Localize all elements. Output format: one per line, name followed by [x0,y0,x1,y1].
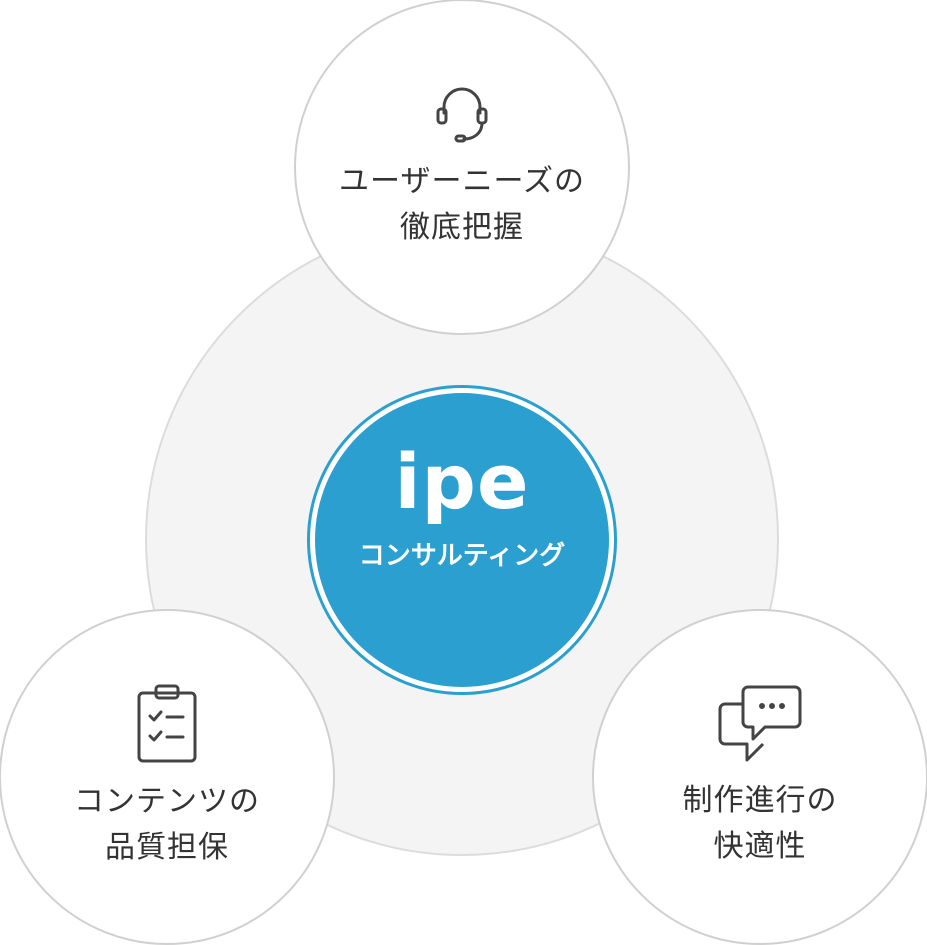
logo-text: ipe [394,437,530,526]
chat-bubbles-icon [718,685,802,762]
item-content-quality: コンテンツの品質担保 [0,609,335,945]
center-circle: ipe コンサルティング [307,385,617,695]
item-production-comfort: 制作進行の快適性 [592,609,927,945]
headset-icon [436,87,488,143]
item-line2: 快適性 [713,829,807,864]
item-line1: ユーザーニーズの [339,164,585,199]
center-subtitle: コンサルティング [358,541,566,571]
item-line1: コンテンツの [74,784,260,819]
clipboard-checklist-icon [137,684,197,763]
item-line2: 品質担保 [105,830,229,865]
item-line2: 徹底把握 [400,210,524,245]
item-line1: 制作進行の [682,783,838,818]
item-user-needs: ユーザーニーズの徹底把握 [294,0,630,335]
